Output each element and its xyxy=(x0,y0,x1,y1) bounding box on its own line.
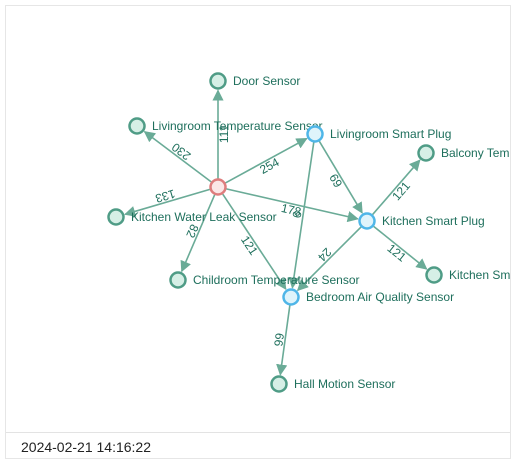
node-circle[interactable] xyxy=(270,375,288,393)
node-circle[interactable] xyxy=(209,72,227,90)
node-label: Kitchen Water Leak Sensor xyxy=(131,210,277,224)
edge-root-k_water[interactable] xyxy=(124,188,211,217)
graph-node-root[interactable] xyxy=(209,178,227,196)
edge-label: 121 xyxy=(389,179,413,204)
edge-label: 9 xyxy=(289,210,304,219)
edge-label: 24 xyxy=(315,245,335,265)
node-circle[interactable] xyxy=(425,266,443,284)
node-label: Livingroom Temperature Sensor xyxy=(152,119,323,133)
graph-node-child_temp[interactable]: Childroom Temperature Sensor xyxy=(169,271,360,289)
node-label: Childroom Temperature Sensor xyxy=(193,273,360,287)
edge-lr_plug-bed_air[interactable] xyxy=(288,142,315,289)
edge-root-lr_temp[interactable] xyxy=(143,131,212,183)
edge-k_plug-k_sm[interactable] xyxy=(373,225,428,270)
edge-root-child_temp[interactable] xyxy=(180,194,216,273)
graph-node-hall[interactable]: Hall Motion Sensor xyxy=(270,375,396,393)
graph-node-k_sm[interactable]: Kitchen Sm xyxy=(425,266,511,284)
node-circle[interactable] xyxy=(169,271,187,289)
node-circle[interactable] xyxy=(417,144,435,162)
graph-node-k_plug[interactable]: Kitchen Smart Plug xyxy=(358,212,485,230)
node-circle[interactable] xyxy=(209,178,227,196)
node-circle[interactable] xyxy=(128,117,146,135)
edge-label: 82 xyxy=(183,222,201,240)
edge-label: 133 xyxy=(153,187,176,206)
edge-label: 178 xyxy=(280,201,303,219)
node-label: Door Sensor xyxy=(233,74,300,88)
edge-labels-layer: 111 230 254 133 178 82 121 69 9 121 121 24 66 xyxy=(153,125,413,348)
status-footer: 2024-02-21 14:16:22 xyxy=(6,432,510,458)
node-label: Livingroom Smart Plug xyxy=(330,127,451,141)
node-label: Kitchen Sm xyxy=(449,268,510,282)
node-circle[interactable] xyxy=(306,125,324,143)
node-label: Hall Motion Sensor xyxy=(294,377,395,391)
node-circle[interactable] xyxy=(107,208,125,226)
node-circle[interactable] xyxy=(358,212,376,230)
graph-node-lr_plug[interactable]: Livingroom Smart Plug xyxy=(306,125,452,143)
edge-label: 254 xyxy=(257,155,282,177)
graph-node-bed_air[interactable]: Bedroom Air Quality Sensor xyxy=(282,288,455,306)
edge-lr_plug-k_plug[interactable] xyxy=(318,140,363,214)
graph-node-door[interactable]: Door Sensor xyxy=(209,72,301,90)
edge-label: 111 xyxy=(217,125,231,144)
edge-label: 121 xyxy=(238,233,261,258)
graph-node-balcony[interactable]: Balcony Temp xyxy=(417,144,512,162)
timestamp: 2024-02-21 14:16:22 xyxy=(21,439,151,455)
edge-label: 121 xyxy=(384,241,409,265)
edge-k_plug-bed_air[interactable] xyxy=(296,226,362,292)
edge-label: 230 xyxy=(169,140,194,163)
edge-label: 66 xyxy=(271,332,287,347)
node-label: Balcony Temp xyxy=(441,146,511,160)
graph-node-k_water[interactable]: Kitchen Water Leak Sensor xyxy=(107,208,277,226)
graph-node-lr_temp[interactable]: Livingroom Temperature Sensor xyxy=(128,117,323,135)
edge-label: 69 xyxy=(326,171,345,190)
node-circle[interactable] xyxy=(282,288,300,306)
network-graph[interactable]: 111 230 254 133 178 82 121 69 9 121 121 24 66 Door S… xyxy=(6,6,511,432)
edge-root-k_plug[interactable] xyxy=(226,188,359,223)
edge-root-bed_air[interactable] xyxy=(222,193,287,291)
graph-canvas[interactable]: 111 230 254 133 178 82 121 69 9 121 121 24 66 Door S… xyxy=(6,6,511,432)
graph-panel: 111 230 254 133 178 82 121 69 9 121 121 24 66 Door S… xyxy=(5,5,511,459)
edge-root-lr_plug[interactable] xyxy=(225,137,308,184)
edges-layer xyxy=(124,89,428,376)
node-label: Kitchen Smart Plug xyxy=(382,214,485,228)
edge-bed_air-hall[interactable] xyxy=(276,305,291,376)
node-label: Bedroom Air Quality Sensor xyxy=(306,290,454,304)
edge-k_plug-balcony[interactable] xyxy=(371,159,421,216)
